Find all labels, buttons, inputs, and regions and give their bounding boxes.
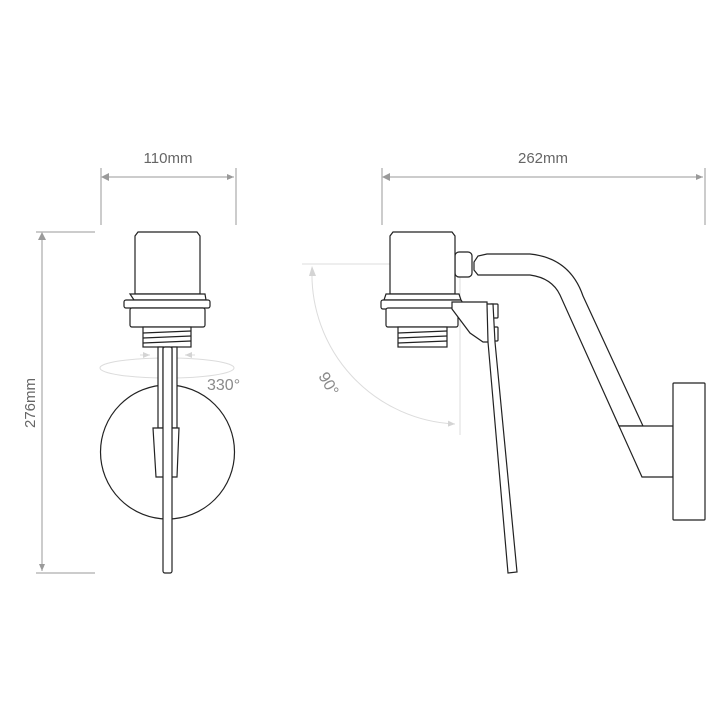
side-view: 90° xyxy=(302,231,706,574)
dimension-width-front: 110mm xyxy=(100,150,237,225)
knob xyxy=(454,251,473,278)
rotation-label: 330° xyxy=(207,377,240,394)
arm xyxy=(473,253,644,427)
height-label: 276mm xyxy=(22,378,39,428)
front-view: 330° xyxy=(99,231,240,574)
hinge-bracket xyxy=(451,301,490,343)
rod-side xyxy=(486,303,518,574)
shade-cap xyxy=(134,231,201,295)
dimension-width-side: 262mm xyxy=(381,150,706,225)
wall-plate xyxy=(672,382,706,521)
width-side-label: 262mm xyxy=(518,150,568,167)
width-front-label: 110mm xyxy=(144,150,193,167)
dimension-height: 276mm xyxy=(22,231,95,574)
tilt-label: 90° xyxy=(315,370,342,399)
shade-cap-side xyxy=(389,231,456,295)
arm-bracket xyxy=(618,425,674,478)
rod xyxy=(162,346,173,574)
